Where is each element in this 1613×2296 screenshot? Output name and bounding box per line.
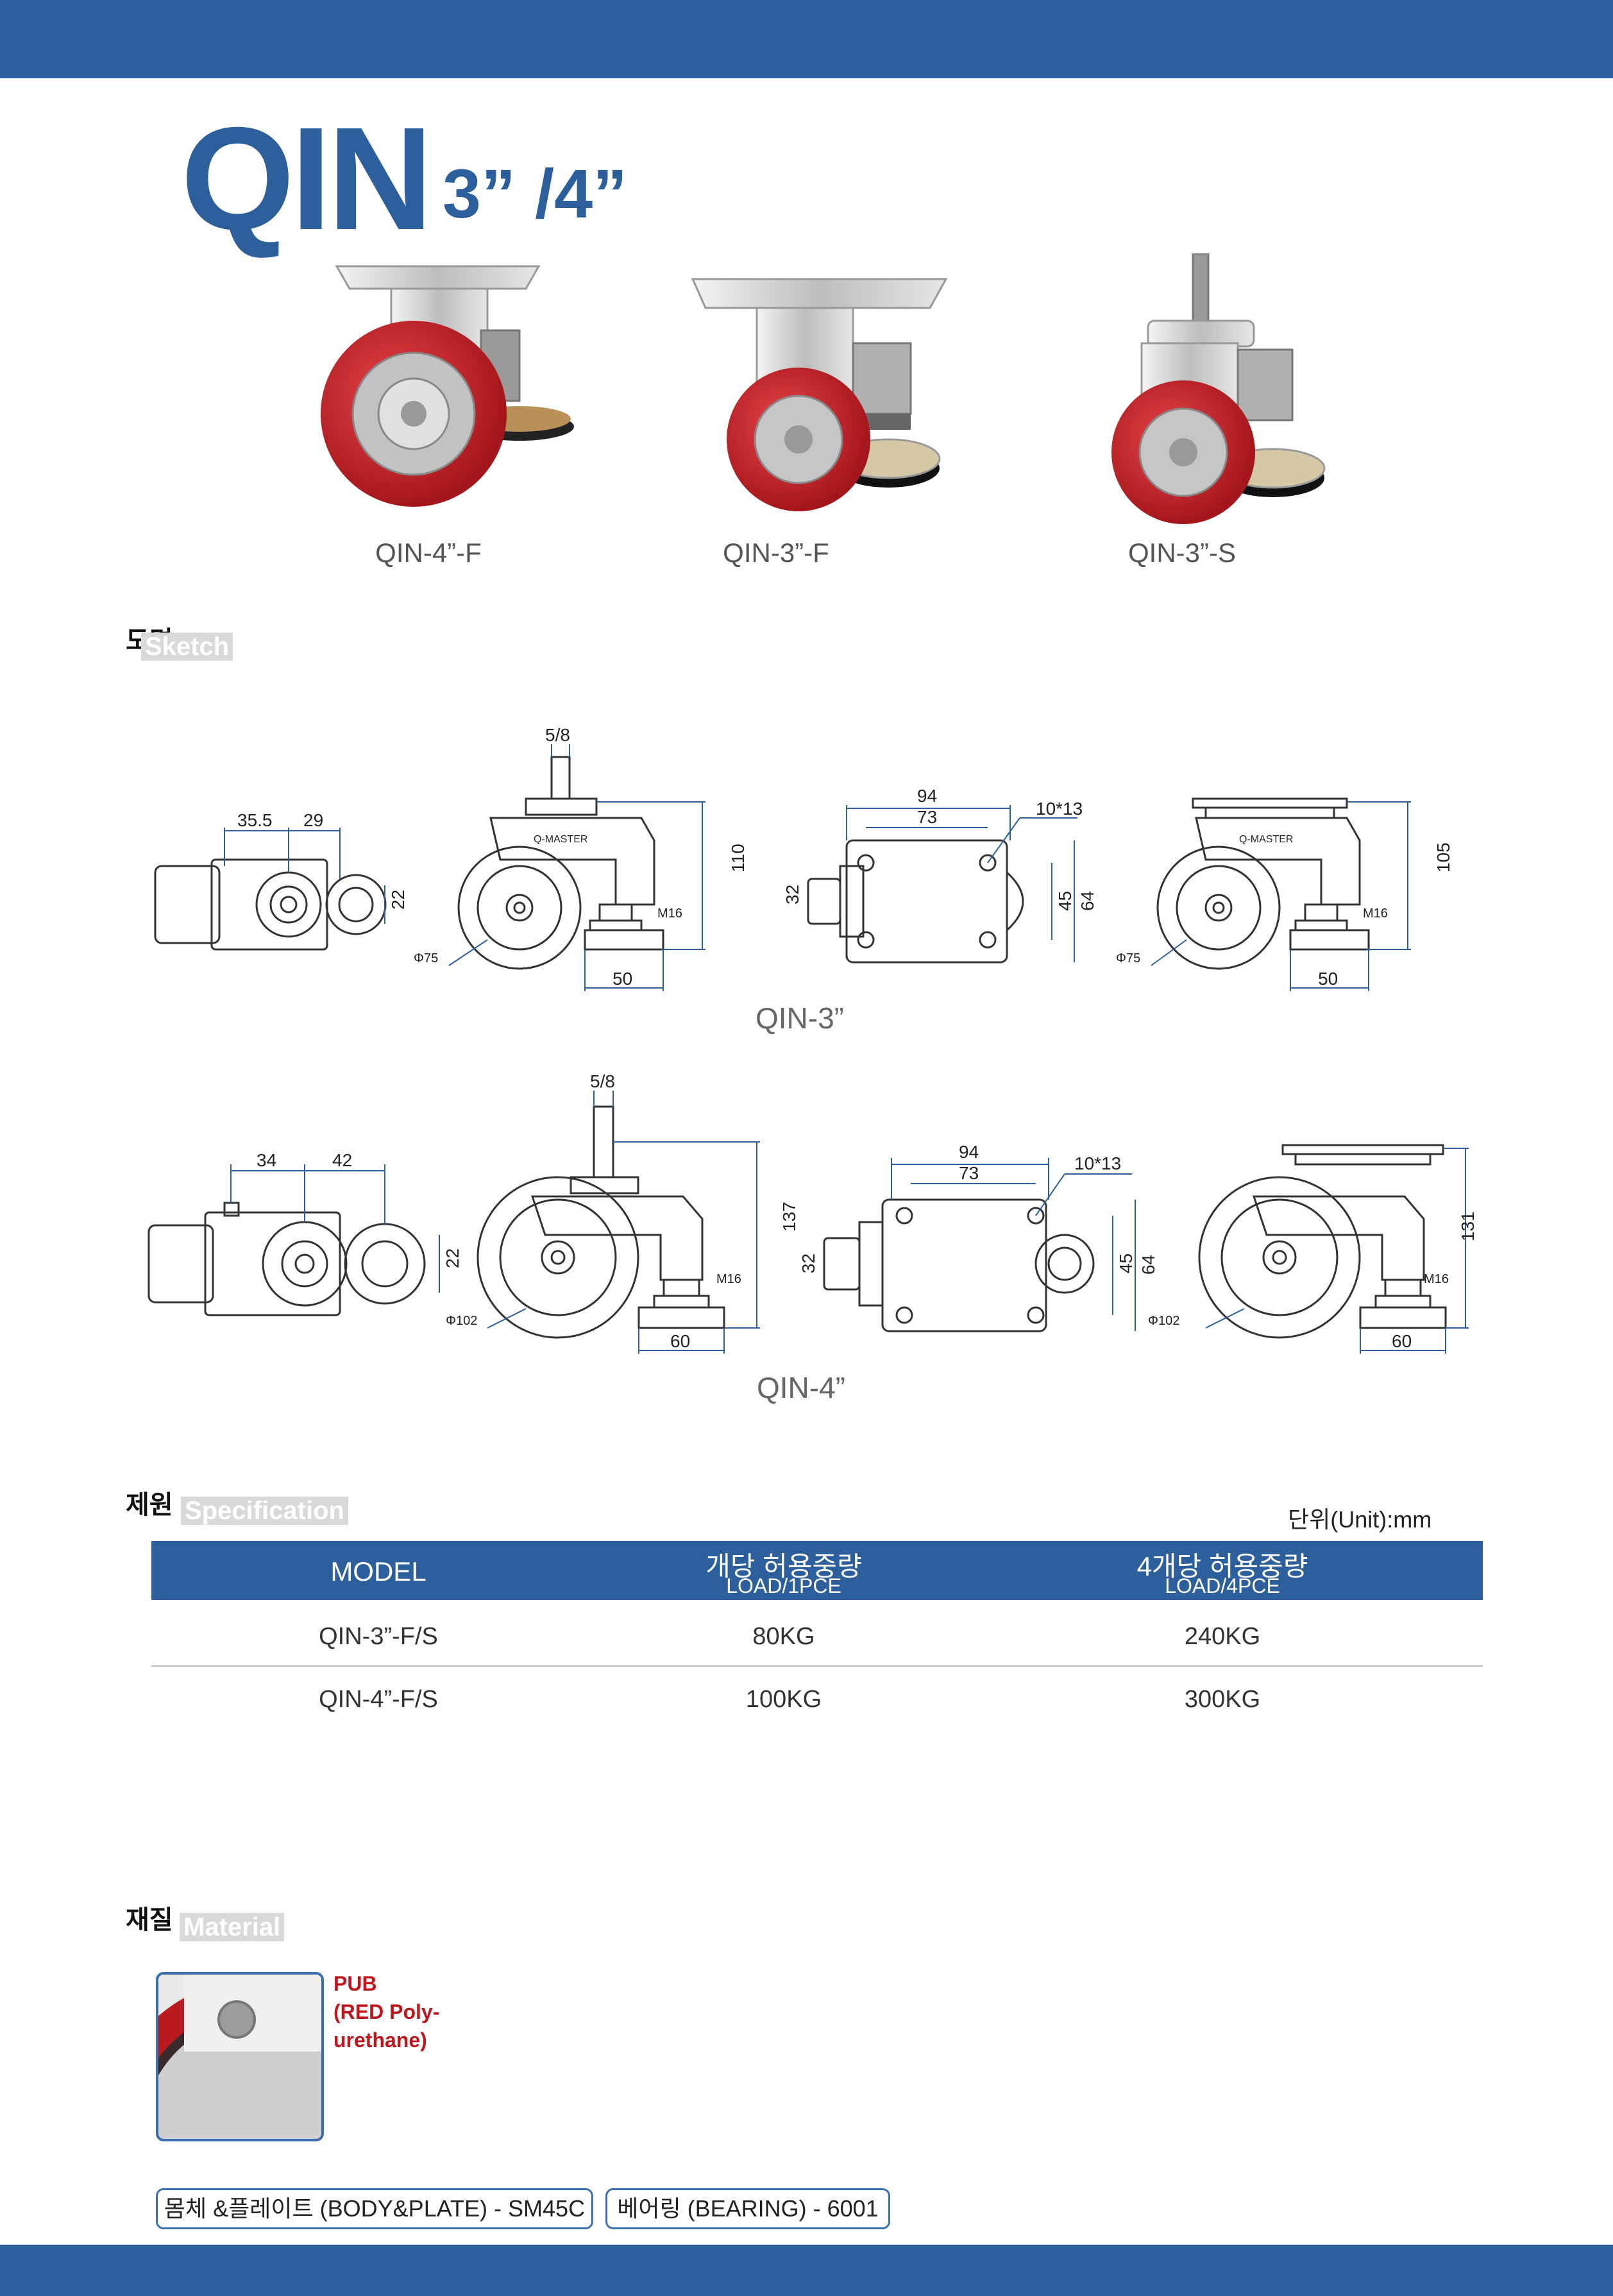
qin4-dim-d3: 22 bbox=[443, 1248, 462, 1268]
table-divider bbox=[151, 1665, 1483, 1667]
product-qin3-s bbox=[1111, 253, 1326, 524]
qin4-dim-thread: M16 bbox=[716, 1272, 741, 1286]
qin3-dim-d1: 35.5 bbox=[237, 810, 273, 830]
top-band bbox=[0, 0, 1613, 78]
qin3-dim-w2: 73 bbox=[917, 807, 937, 827]
qin3-dim-base-2: 50 bbox=[1318, 969, 1338, 989]
qin3-side-view-plate bbox=[1151, 797, 1411, 991]
material-description: PUB (RED Poly- urethane) bbox=[334, 1969, 439, 2054]
qin3-brand-mark-2: Q-MASTER bbox=[1239, 834, 1293, 845]
product-caption-2: QIN-3”-F bbox=[723, 538, 829, 568]
qin3-dim-side: 32 bbox=[782, 885, 802, 905]
material-line-3: urethane) bbox=[334, 2028, 427, 2052]
qin3-label: QIN-3” bbox=[756, 1001, 844, 1035]
qin4-dim-thread-2: M16 bbox=[1424, 1272, 1449, 1286]
material-photo bbox=[156, 1972, 324, 2141]
wheel-closeup-image bbox=[158, 1975, 321, 2139]
col-load4-en: LOAD/4PCE bbox=[1165, 1574, 1280, 1597]
qin3-dim-d3: 22 bbox=[388, 890, 408, 910]
table-row-2-model: QIN-4”-F/S bbox=[319, 1686, 438, 1713]
qin4-plate-view bbox=[823, 1158, 1136, 1332]
table-row-2-load4: 300KG bbox=[1184, 1686, 1261, 1713]
qin3-dim-thread-2: M16 bbox=[1363, 906, 1388, 921]
product-caption-1: QIN-4”-F bbox=[375, 538, 482, 568]
qin3-brand-mark: Q-MASTER bbox=[534, 834, 587, 845]
product-photos bbox=[321, 253, 1326, 524]
spec-heading-en: Specification bbox=[181, 1497, 348, 1525]
qin4-dim-d2: 42 bbox=[332, 1150, 352, 1170]
qin4-dim-hole: 10*13 bbox=[1074, 1153, 1121, 1173]
material-heading-kr: 재질 bbox=[126, 1906, 173, 1934]
product-qin4-f bbox=[321, 265, 574, 507]
product-qin3-f bbox=[691, 278, 948, 511]
sketch-heading-en: Sketch bbox=[141, 633, 233, 661]
spec-table-header: MODEL 개당 허용중량 LOAD/1PCE 4개당 허용중량 LOAD/4P… bbox=[151, 1541, 1483, 1600]
qin3-dim-d2: 29 bbox=[303, 810, 323, 830]
qin4-dim-side: 32 bbox=[798, 1254, 818, 1273]
qin4-dim-h2: 131 bbox=[1458, 1211, 1475, 1241]
qin3-dim-w1: 94 bbox=[917, 786, 937, 806]
qin3-dim-base: 50 bbox=[612, 969, 632, 989]
qin4-dim-w2: 73 bbox=[959, 1163, 979, 1183]
size-subtitle: 3” /4” bbox=[443, 155, 628, 232]
col-load1-kr: 개당 허용중량 bbox=[705, 1551, 862, 1581]
qin4-dim-base-2: 60 bbox=[1392, 1331, 1412, 1351]
material-heading-en: Material bbox=[180, 1913, 285, 1941]
body-plate-badge: 몸체 &플레이트 (BODY&PLATE) - SM45C bbox=[156, 2188, 593, 2229]
qin4-label: QIN-4” bbox=[757, 1371, 845, 1404]
col-load4-kr: 4개당 허용중량 bbox=[1136, 1551, 1308, 1581]
table-row-1-load4: 240KG bbox=[1184, 1623, 1261, 1650]
qin3-dim-64: 64 bbox=[1077, 891, 1097, 911]
qin4-side-view bbox=[477, 1091, 760, 1354]
unit-label: 단위(Unit):mm bbox=[1288, 1506, 1432, 1533]
qin3-side-view bbox=[448, 744, 705, 991]
material-line-1: PUB bbox=[334, 1972, 377, 1995]
table-row-2-load1: 100KG bbox=[745, 1686, 822, 1713]
qin3-dim-hole: 10*13 bbox=[1036, 799, 1083, 819]
qin4-dim-base: 60 bbox=[670, 1331, 690, 1351]
col-load1-en: LOAD/1PCE bbox=[726, 1574, 841, 1597]
col-model: MODEL bbox=[330, 1556, 426, 1586]
qin4-dim-w1: 94 bbox=[959, 1142, 979, 1162]
qin4-dim-wheel: Φ102 bbox=[446, 1314, 477, 1328]
qin4-dim-64: 64 bbox=[1138, 1255, 1158, 1275]
qin3-dim-wheel-2: Φ75 bbox=[1116, 951, 1140, 965]
qin3-dim-thread: M16 bbox=[657, 906, 682, 921]
qin3-plate-view bbox=[807, 805, 1077, 964]
qin3-dim-wheel: Φ75 bbox=[414, 951, 438, 965]
bearing-badge: 베어링 (BEARING) - 6001 bbox=[605, 2188, 890, 2229]
qin3-dim-h2: 105 bbox=[1433, 842, 1453, 872]
qin4-dim-stem: 5/8 bbox=[590, 1071, 615, 1091]
bottom-band bbox=[0, 2245, 1613, 2296]
sketch-qin4: 34 42 22 5/8 137 M16 Φ102 60 bbox=[148, 1071, 1475, 1354]
qin4-dim-d1: 34 bbox=[257, 1150, 276, 1170]
qin3-top-view bbox=[154, 828, 387, 951]
table-row-1-model: QIN-3”-F/S bbox=[319, 1623, 438, 1650]
brand-title: QIN bbox=[181, 98, 433, 260]
qin4-dim-h1: 137 bbox=[779, 1202, 799, 1232]
qin4-side-view-plate bbox=[1198, 1144, 1469, 1354]
spec-heading-kr: 제원 bbox=[126, 1491, 173, 1519]
material-line-2: (RED Poly- bbox=[334, 2000, 440, 2023]
sketch-qin3: 35.5 29 22 5/8 Q-MASTER 110 M16 Φ75 50 bbox=[154, 725, 1453, 991]
qin3-dim-45: 45 bbox=[1055, 891, 1075, 911]
product-caption-3: QIN-3”-S bbox=[1128, 538, 1236, 568]
qin3-dim-h1: 110 bbox=[728, 844, 748, 872]
qin4-dim-wheel-2: Φ102 bbox=[1148, 1314, 1179, 1328]
table-row-1-load1: 80KG bbox=[752, 1623, 815, 1650]
qin3-dim-stem: 5/8 bbox=[545, 725, 570, 745]
qin4-top-view bbox=[148, 1164, 440, 1316]
qin4-dim-45: 45 bbox=[1116, 1254, 1136, 1273]
